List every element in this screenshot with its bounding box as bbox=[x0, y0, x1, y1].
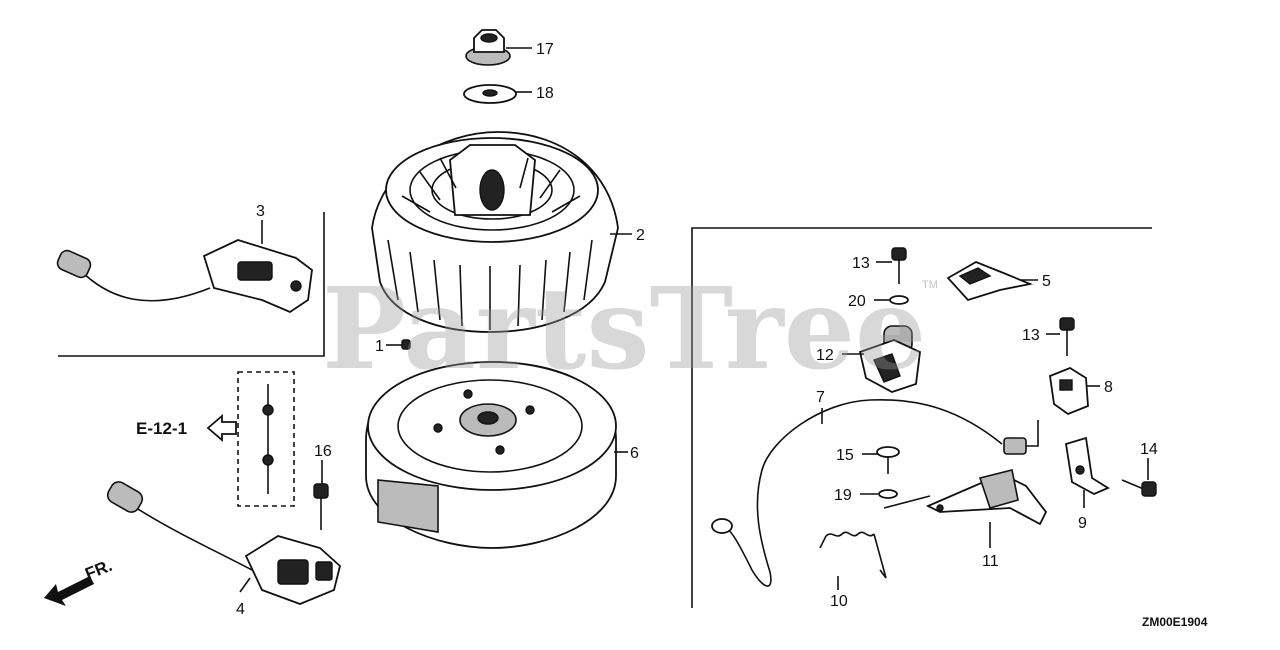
ignition-coil-part-4[interactable] bbox=[105, 371, 342, 605]
switch-part-12[interactable] bbox=[858, 325, 921, 393]
wire-harness-part-7[interactable] bbox=[711, 398, 1039, 587]
part-label[interactable]: 4 bbox=[236, 601, 245, 618]
bracket-part-11[interactable] bbox=[883, 469, 1048, 526]
part-label[interactable]: 12 bbox=[816, 347, 834, 364]
part-label[interactable]: 3 bbox=[256, 203, 265, 220]
part-label[interactable]: 14 bbox=[1140, 441, 1158, 458]
spring-part-10[interactable] bbox=[819, 531, 887, 579]
cooling-fan-part-2[interactable] bbox=[371, 131, 619, 333]
part-label[interactable]: 18 bbox=[536, 85, 554, 102]
part-label[interactable]: 1 bbox=[375, 338, 384, 355]
ignition-coil-part-3[interactable] bbox=[55, 239, 313, 314]
boundary-lines bbox=[58, 212, 1152, 608]
bolt-part-14[interactable] bbox=[1121, 479, 1157, 497]
bolt-part-13-upper[interactable] bbox=[891, 247, 907, 284]
part-number-labels: 1 2 3 4 5 6 7 8 9 10 11 12 13 13 14 15 1… bbox=[236, 41, 1158, 618]
watermark-trademark: TM bbox=[922, 279, 938, 291]
part-label[interactable]: 16 bbox=[314, 443, 332, 460]
leader-lines bbox=[239, 47, 1149, 593]
part-label[interactable]: 20 bbox=[848, 293, 866, 310]
part-label[interactable]: 13 bbox=[1022, 327, 1040, 344]
part-label[interactable]: 8 bbox=[1104, 379, 1113, 396]
part-label[interactable]: 10 bbox=[830, 593, 848, 610]
washer-part-18[interactable] bbox=[463, 84, 517, 104]
reference-label[interactable]: E-12-1 bbox=[136, 419, 187, 438]
part-label[interactable]: 5 bbox=[1042, 273, 1051, 290]
flywheel-part-6[interactable] bbox=[365, 361, 617, 549]
part-label[interactable]: 7 bbox=[816, 389, 825, 406]
cover-part-5[interactable] bbox=[946, 261, 1034, 302]
drawing-code: ZM00E1904 bbox=[1142, 615, 1208, 629]
watermark: PartsTree bbox=[322, 264, 926, 395]
bolt-part-16[interactable] bbox=[313, 483, 329, 530]
bracket-part-9[interactable] bbox=[1064, 436, 1110, 495]
part-label[interactable]: 19 bbox=[834, 487, 852, 504]
front-arrow-icon bbox=[44, 576, 94, 606]
part-label[interactable]: 11 bbox=[982, 553, 999, 570]
washer-part-19[interactable] bbox=[878, 489, 898, 499]
part-label[interactable]: 2 bbox=[636, 227, 645, 244]
clip-part-8[interactable] bbox=[1049, 366, 1089, 416]
part-label[interactable]: 15 bbox=[836, 447, 854, 464]
flange-nut-part-17[interactable] bbox=[465, 29, 511, 66]
part-label[interactable]: 9 bbox=[1078, 515, 1087, 532]
part-label[interactable]: 6 bbox=[630, 445, 639, 462]
reference-arrow-icon bbox=[206, 414, 237, 442]
part-label[interactable]: 13 bbox=[852, 255, 870, 272]
bolt-part-13-lower[interactable] bbox=[1059, 317, 1075, 356]
part-label[interactable]: 17 bbox=[536, 41, 554, 58]
screw-part-15[interactable] bbox=[876, 446, 900, 474]
front-label: FR. bbox=[82, 556, 115, 584]
